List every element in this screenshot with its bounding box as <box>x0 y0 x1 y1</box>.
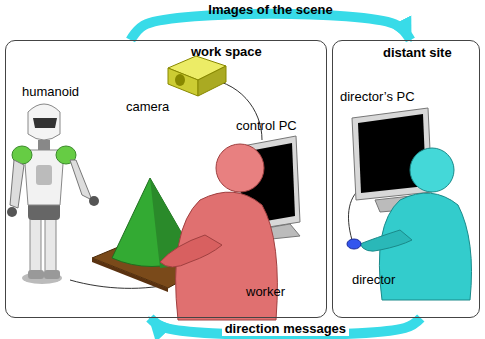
part-label: director’s PC <box>340 89 415 104</box>
humanoid-robot <box>44 270 60 279</box>
director-figure <box>347 148 472 300</box>
humanoid-robot <box>36 165 52 185</box>
part-label: camera <box>126 99 169 114</box>
worker-figure <box>160 235 222 267</box>
humanoid-robot <box>38 140 50 150</box>
director-figure <box>347 239 361 249</box>
humanoid-robot <box>7 207 17 217</box>
region-title: work space <box>191 44 262 59</box>
part-label: worker <box>246 284 285 299</box>
work-space-panel: work space <box>5 40 327 318</box>
message-arrow <box>131 14 411 40</box>
part-label: director <box>352 272 395 287</box>
humanoid-robot <box>89 196 99 206</box>
camera-icon <box>168 56 226 96</box>
humanoid-robot <box>45 215 56 275</box>
part-label: humanoid <box>22 84 79 99</box>
humanoid-robot <box>10 160 24 208</box>
humanoid-robot <box>7 104 99 284</box>
humanoid-robot <box>28 270 44 279</box>
humanoid-robot <box>70 160 92 200</box>
part-label: control PC <box>236 118 297 133</box>
worker-figure <box>216 144 264 192</box>
humanoid-robot <box>28 104 60 140</box>
arrow-label: Images of the scene <box>205 2 335 17</box>
region-title: distant site <box>383 45 452 60</box>
message-arrow <box>150 318 421 335</box>
arrow-label: direction messages <box>222 321 349 336</box>
camera-icon <box>168 68 198 96</box>
camera-icon <box>175 74 185 86</box>
humanoid-robot <box>30 215 41 275</box>
director-figure <box>360 230 412 251</box>
humanoid-robot <box>33 118 57 128</box>
camera-icon <box>198 66 226 96</box>
director-figure <box>410 148 454 192</box>
